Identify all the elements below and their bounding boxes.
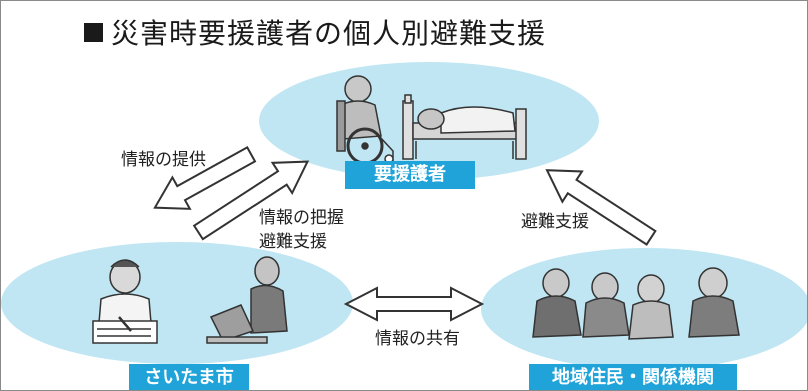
edge-label-grasp-info: 情報の把握 (259, 208, 344, 228)
edge-label-share-info: 情報の共有 (375, 329, 460, 349)
city-staff-laptop-illustration (206, 256, 288, 344)
title-text: 災害時要援護者の個人別避難支援 (111, 17, 547, 50)
arrow-share-info (343, 286, 485, 322)
title-square-bullet (84, 23, 103, 42)
bedridden-person-illustration (402, 94, 527, 160)
residents-group-illustration (532, 267, 740, 340)
node-saitama-city: さいたま市 (129, 364, 249, 390)
arrow-grasp-info (192, 160, 310, 241)
edge-label-provide-info: 情報の提供 (121, 150, 206, 170)
node-care-recipient: 要援護者 (345, 161, 475, 189)
arrow-evac-support-right (545, 169, 657, 246)
city-staff-writing-illustration (92, 259, 158, 344)
node-residents-organizations: 地域住民・関係機関 (529, 364, 737, 390)
wheelchair-person-illustration (336, 75, 394, 165)
arrow-provide-info (153, 145, 257, 210)
edge-label-evac-support-right: 避難支援 (521, 212, 589, 232)
ellipse-city (1, 242, 353, 364)
edge-label-evac-support-left: 避難支援 (259, 232, 327, 252)
diagram-title: 災害時要援護者の個人別避難支援 (84, 18, 546, 50)
